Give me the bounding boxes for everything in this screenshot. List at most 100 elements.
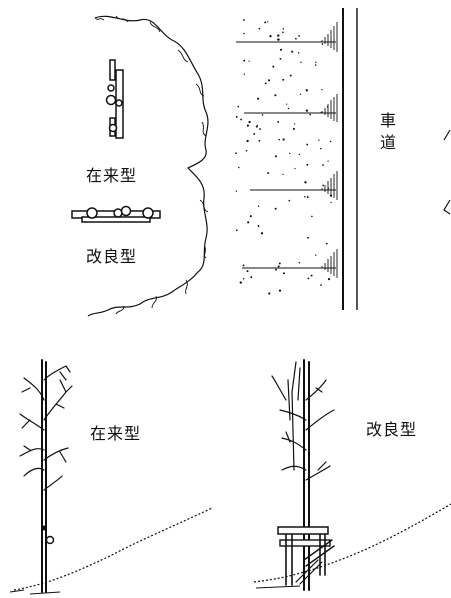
stipple-dot bbox=[258, 27, 261, 30]
stipple-dot bbox=[277, 265, 280, 268]
crown-outline bbox=[87, 15, 209, 317]
stipple-dot bbox=[282, 272, 285, 275]
stipple-dot bbox=[277, 120, 280, 123]
stipple-dot bbox=[309, 113, 312, 116]
stipple-dot bbox=[327, 277, 331, 281]
hatch-wedges bbox=[321, 22, 338, 278]
stipple-dot bbox=[268, 79, 271, 82]
stipple-dot bbox=[306, 143, 309, 146]
stipple-dot bbox=[243, 32, 245, 35]
stipple-dot bbox=[325, 242, 328, 245]
stipple-dot bbox=[330, 201, 332, 204]
stipple-dot bbox=[238, 166, 240, 169]
stipple-dot bbox=[320, 284, 322, 286]
stipple-dot bbox=[242, 264, 245, 267]
stipple-dot bbox=[282, 173, 284, 176]
stipple-dot bbox=[282, 31, 284, 34]
plan-label-conventional: 在来型 bbox=[86, 166, 138, 185]
stipple-dot bbox=[306, 163, 309, 166]
stipple-dot bbox=[282, 138, 285, 141]
stipple-dot bbox=[248, 120, 251, 124]
stipple-dot bbox=[322, 164, 324, 166]
stipple-dot bbox=[279, 57, 282, 60]
stipple-dot bbox=[253, 132, 256, 135]
stipple-dot bbox=[311, 215, 313, 218]
stipple-dot bbox=[248, 60, 250, 62]
conventional-tree bbox=[19, 359, 73, 593]
stipple-dot bbox=[269, 34, 272, 38]
stipple-dot bbox=[260, 232, 264, 235]
stipple-dot bbox=[315, 61, 317, 63]
stipple-dot bbox=[277, 38, 280, 41]
stipple-dot bbox=[318, 139, 320, 141]
stipple-dots bbox=[235, 19, 333, 295]
stipple-dot bbox=[288, 199, 291, 202]
stipple-dot bbox=[246, 124, 249, 127]
elevation-label-conventional: 在来型 bbox=[90, 424, 142, 443]
ground-slope-right bbox=[253, 503, 451, 589]
plan-label-improved: 改良型 bbox=[86, 247, 138, 266]
stipple-dot bbox=[327, 187, 330, 189]
stipple-dot bbox=[258, 139, 261, 142]
stipple-dot bbox=[282, 28, 285, 30]
stipple-dot bbox=[257, 205, 260, 207]
stipple-dot bbox=[293, 123, 296, 125]
stipple-dot bbox=[320, 147, 322, 150]
stipple-dot bbox=[247, 221, 250, 224]
stipple-dot bbox=[322, 184, 324, 187]
stipple-dot bbox=[289, 74, 292, 77]
stipple-dot bbox=[267, 172, 270, 175]
stipple-dot bbox=[305, 89, 308, 92]
stipple-dot bbox=[278, 289, 282, 292]
stipple-dot bbox=[264, 21, 267, 24]
stipple-dot bbox=[235, 115, 238, 118]
stipple-dot bbox=[268, 292, 271, 295]
stipple-dot bbox=[298, 153, 301, 156]
stipple-dot bbox=[279, 48, 283, 51]
stipple-dot bbox=[297, 52, 300, 54]
stipple-dot bbox=[299, 93, 302, 96]
planting-lines bbox=[236, 41, 336, 269]
stipple-dot bbox=[327, 160, 329, 162]
stipple-dot bbox=[261, 114, 264, 116]
stipple-dot bbox=[329, 194, 333, 197]
right-edge-marks bbox=[443, 129, 451, 215]
stipple-dot bbox=[274, 94, 277, 97]
stipple-dot bbox=[307, 236, 309, 239]
stipple-dot bbox=[329, 140, 332, 143]
stipple-dot bbox=[274, 155, 277, 158]
improved-stake-plan-icon bbox=[71, 205, 161, 223]
elevation-label-improved: 改良型 bbox=[366, 420, 418, 439]
ground-slope-left bbox=[9, 507, 213, 595]
stipple-dot bbox=[278, 262, 281, 265]
stipple-dot bbox=[282, 78, 285, 81]
stipple-dot bbox=[243, 59, 246, 62]
stipple-dot bbox=[300, 61, 302, 63]
stipple-dot bbox=[277, 34, 280, 37]
stipple-dot bbox=[246, 270, 249, 273]
stipple-dot bbox=[235, 190, 238, 192]
stipple-dot bbox=[272, 65, 275, 68]
stipple-dot bbox=[291, 50, 294, 53]
stipple-dot bbox=[286, 103, 288, 105]
conventional-stake-plan-icon bbox=[105, 59, 124, 139]
stipple-dot bbox=[242, 19, 245, 21]
stipple-dot bbox=[245, 149, 248, 152]
stipple-dot bbox=[292, 127, 295, 130]
stipple-dot bbox=[239, 281, 242, 284]
stipple-dot bbox=[256, 124, 259, 127]
stipple-dot bbox=[321, 88, 323, 91]
stipple-dot bbox=[274, 207, 277, 210]
stipple-dot bbox=[243, 73, 245, 75]
stipple-dot bbox=[257, 224, 260, 227]
stipple-dot bbox=[278, 138, 281, 141]
stipple-dot bbox=[250, 276, 253, 279]
stipple-dot bbox=[246, 139, 249, 143]
stipple-dot bbox=[307, 277, 310, 280]
stipple-dot bbox=[235, 229, 238, 232]
stipple-dot bbox=[306, 196, 309, 199]
stipple-dot bbox=[326, 106, 329, 108]
road-label: 車道 bbox=[377, 112, 396, 156]
stipple-dot bbox=[321, 43, 324, 45]
